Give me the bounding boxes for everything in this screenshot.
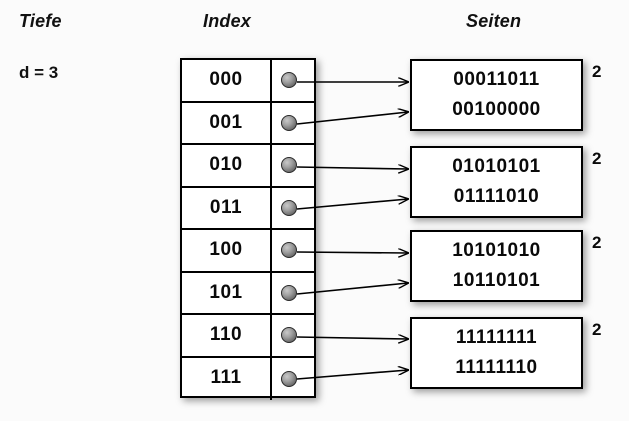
page-record: 10101010 (452, 240, 541, 261)
page-box[interactable]: 00011011 00100000 (410, 59, 583, 131)
index-key: 111 (182, 357, 272, 400)
index-key: 000 (182, 60, 272, 101)
pointer-bullet-icon (281, 284, 297, 301)
index-pointer-cell[interactable] (272, 315, 314, 356)
index-pointer-cell[interactable] (272, 273, 314, 314)
index-row[interactable]: 110 (182, 315, 314, 358)
index-key: 010 (182, 145, 272, 186)
depth-value-label: d = 3 (19, 63, 59, 82)
page-box[interactable]: 01010101 01111010 (410, 146, 583, 218)
page-count-label: 2 (592, 233, 602, 252)
index-pointer-cell[interactable] (272, 230, 314, 271)
pointer-bullet-icon (281, 72, 297, 89)
index-row[interactable]: 111 (182, 357, 314, 401)
page-count-label: 2 (592, 62, 602, 81)
page-count-label: 2 (592, 149, 602, 168)
index-pointer-cell[interactable] (272, 60, 314, 101)
pointer-bullet-icon (281, 114, 297, 131)
index-table: 000 001 010 011 100 101 110 111 (180, 58, 316, 401)
page-record: 11111111 (455, 327, 538, 348)
column-header-depth: Tiefe (19, 11, 62, 31)
page-record: 00011011 (453, 69, 540, 90)
pointer-bullet-icon (281, 199, 297, 216)
page-box[interactable]: 10101010 10110101 (410, 230, 583, 302)
index-pointer-cell[interactable] (272, 145, 314, 186)
column-header-index: Index (203, 11, 252, 31)
index-key: 001 (182, 102, 272, 143)
page-count-label: 2 (592, 320, 602, 339)
pointer-bullet-icon (281, 157, 297, 174)
index-pointer-cell[interactable] (272, 103, 314, 144)
index-pointer-cell[interactable] (272, 358, 314, 401)
index-pointer-cell[interactable] (272, 188, 314, 229)
index-row[interactable]: 100 (182, 230, 314, 273)
index-row[interactable]: 001 (182, 102, 314, 145)
page-record: 10110101 (452, 270, 541, 291)
index-key: 101 (182, 272, 272, 313)
index-key: 100 (182, 230, 272, 271)
pointer-bullet-icon (281, 370, 297, 387)
page-record: 01111010 (453, 186, 540, 207)
pointer-bullet-icon (281, 242, 297, 259)
page-record: 01010101 (452, 156, 541, 177)
index-key: 011 (182, 187, 272, 228)
index-key: 110 (182, 315, 272, 356)
index-row[interactable]: 010 (182, 145, 314, 188)
column-header-pages: Seiten (466, 11, 522, 31)
index-row[interactable]: 011 (182, 187, 314, 230)
page-box[interactable]: 11111111 11111110 (410, 317, 583, 389)
page-record: 11111110 (455, 357, 538, 378)
pointer-bullet-icon (281, 327, 297, 344)
index-row[interactable]: 000 (182, 60, 314, 103)
index-row[interactable]: 101 (182, 272, 314, 315)
page-record: 00100000 (452, 99, 541, 120)
